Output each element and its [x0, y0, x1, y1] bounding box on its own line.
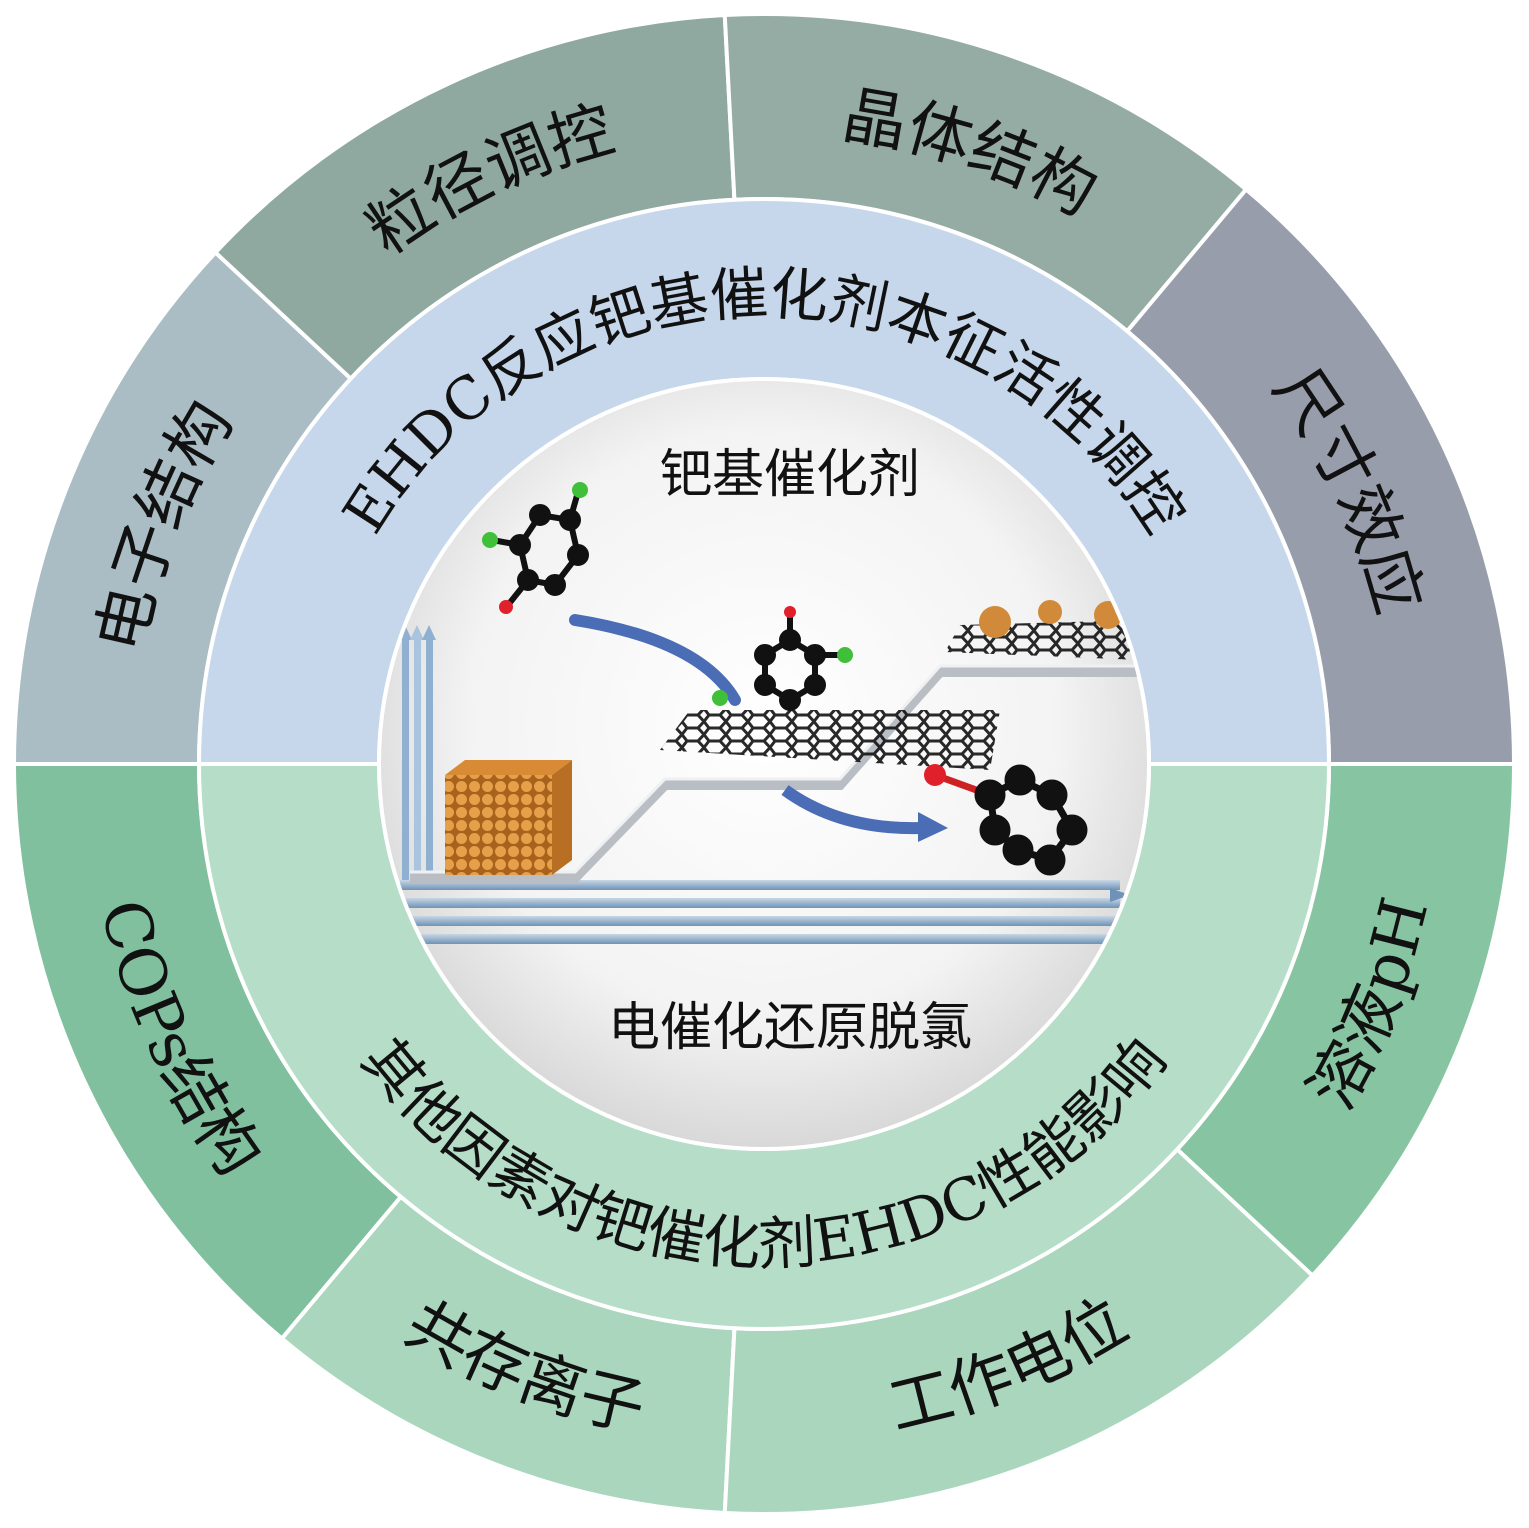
base-stripes: [400, 880, 1130, 944]
pd-nanocube: [445, 760, 572, 875]
adsorbed-molecule: [712, 606, 853, 711]
pd-particle: [979, 606, 1011, 638]
center-top-label: 钯基催化剂: [660, 445, 920, 505]
vertical-arrows-icon: [398, 625, 436, 880]
step-platform: [410, 667, 1147, 883]
inner-circle: [377, 377, 1151, 1151]
graphene-sheet: [660, 710, 1000, 770]
phenol-molecule: [924, 764, 1088, 876]
product-arrow: [781, 785, 921, 835]
curved-arrow: [569, 614, 741, 706]
dichlorophenol-molecule: [482, 482, 589, 614]
center-bottom-label: 电催化还原脱氯: [608, 998, 972, 1058]
outer-ring: 电子结构粒径调控晶体结构尺寸效应COPs结构共存离子工作电位溶液pH: [11, 12, 1517, 1516]
